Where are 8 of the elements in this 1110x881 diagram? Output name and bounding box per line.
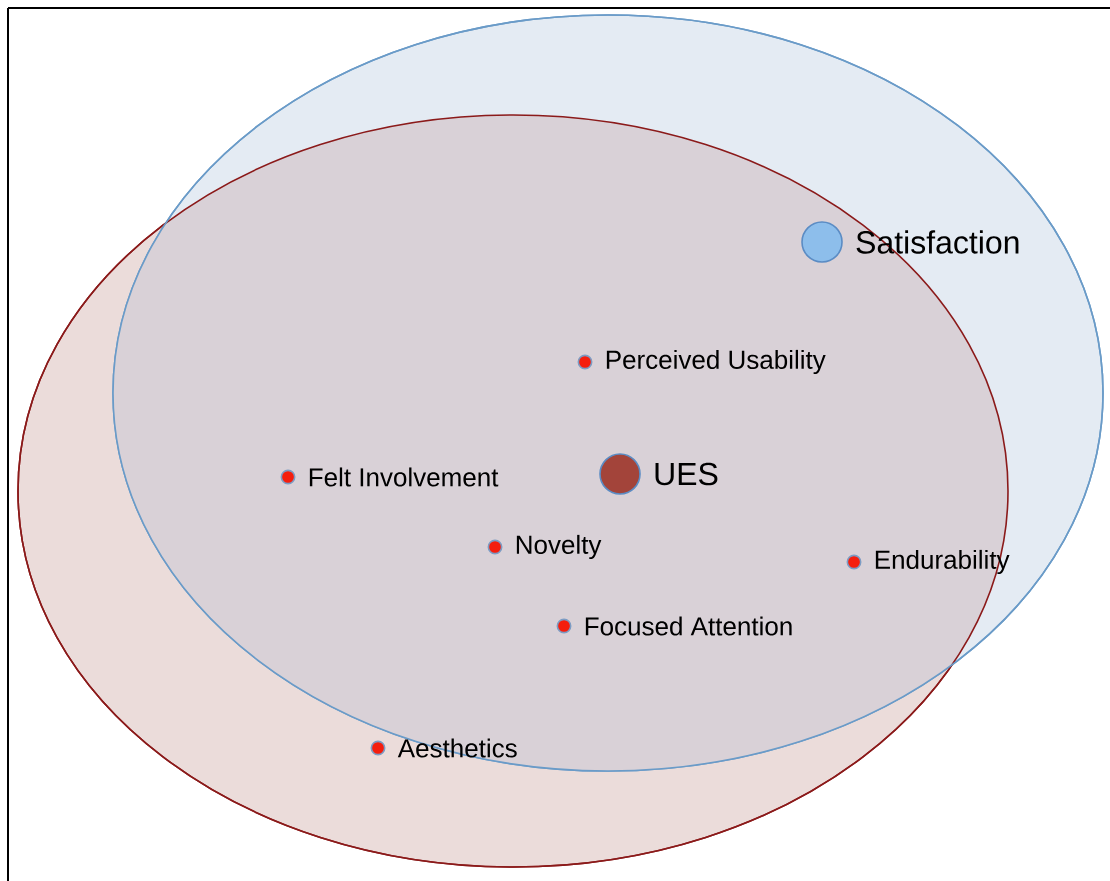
dot-label: Novelty bbox=[516, 534, 602, 560]
dot-label: UES bbox=[655, 462, 718, 486]
dot-label: Aesthetics bbox=[397, 738, 517, 758]
dot-label: Felt Involvement bbox=[309, 467, 499, 487]
dot bbox=[599, 453, 641, 495]
dot bbox=[801, 221, 843, 263]
dot-label: Focused Attention bbox=[585, 616, 792, 636]
dot-label: Perceived Usability bbox=[606, 349, 826, 375]
